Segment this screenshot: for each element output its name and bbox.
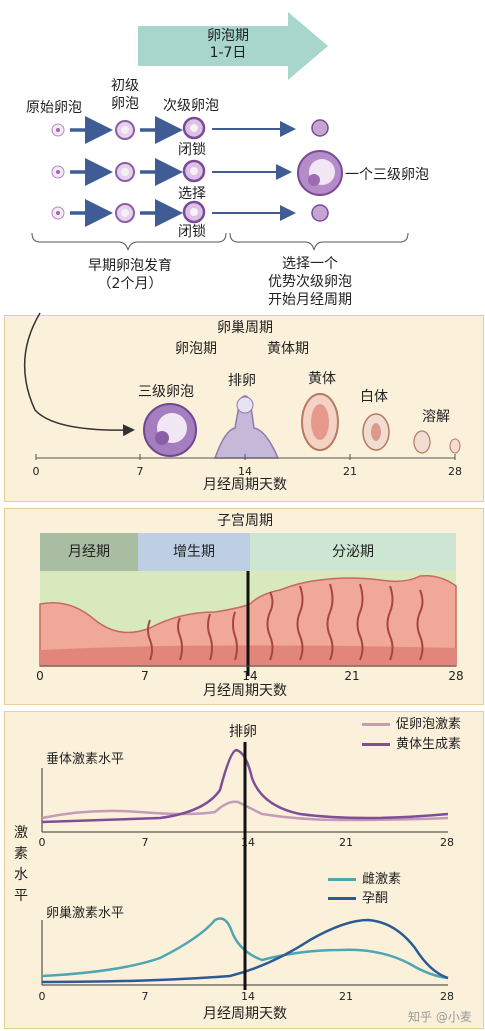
menses-bar: 月经期 [40,533,138,571]
proliferative-bar: 增生期 [138,533,250,571]
ylabel-char-2: 素 [14,846,28,862]
secretory-bar: 分泌期 [250,533,456,571]
ovulation-ovarian-label: 排卵 [228,373,256,389]
follicle-development-diagram [31,116,409,251]
ovarian-tick-7: 7 [136,465,144,478]
fsh-legend-swatch [362,723,390,726]
uterine-cycle-title: 子宫周期 [217,513,273,529]
ovarian-h-tick-28: 28 [440,990,454,1003]
pituitary-tick-0: 0 [38,836,46,849]
ovulation-hormone-label: 排卵 [229,724,257,740]
ovarian-cycle-illustration [23,312,461,460]
primordial-follicle-label: 原始卵泡 [26,100,82,116]
ovarian-level-label: 卵巢激素水平 [46,906,125,921]
secretory-label: 分泌期 [332,544,374,560]
primary-follicle-label-2: 卵泡 [111,96,139,112]
ovarian-h-tick-7: 7 [141,990,149,1003]
ovarian-h-tick-0: 0 [38,990,46,1003]
uterine-tick-21: 21 [344,669,360,683]
estrogen-legend-swatch [328,878,356,881]
follicular-phase-label: 卵泡期 [175,341,217,357]
menses-label: 月经期 [68,544,110,560]
estrogen-legend-label: 雌激素 [362,872,402,887]
uterine-tick-7: 7 [141,669,149,683]
uterine-tick-14: 14 [242,669,258,683]
ylabel-char-4: 平 [14,888,28,904]
ylabel-char-1: 激 [14,825,28,841]
watermark: 知乎 @小麦 [408,1010,472,1024]
early-development-label: 早期卵泡发育 [88,258,172,274]
uterine-tick-28: 28 [448,669,464,683]
atresia-label-2: 闭锁 [178,224,206,240]
uterine-xlabel: 月经周期天数 [203,683,287,699]
ovarian-tick-21: 21 [343,465,357,478]
endometrium-illustration [39,571,457,676]
corpus-luteum-label: 黄体 [308,371,336,387]
atresia-label: 闭锁 [178,142,206,158]
arrow-title: 卵泡期 [207,28,249,44]
ovarian-tick-14: 14 [238,465,252,478]
progesterone-legend-label: 孕酮 [362,891,389,906]
follicular-phase-arrow: 卵泡期 1-7日 [138,12,328,80]
corpus-albicans-label: 白体 [360,389,388,405]
pituitary-tick-28: 28 [440,836,454,849]
tertiary-follicle-ovarian-label: 三级卵泡 [138,384,194,400]
lh-legend-swatch [362,743,390,746]
arrow-subtitle: 1-7日 [209,45,247,61]
proliferative-label: 增生期 [173,544,215,560]
progesterone-legend-swatch [328,897,356,900]
ylabel-char-3: 水 [14,867,28,883]
select-label: 选择 [178,186,206,202]
pituitary-level-label: 垂体激素水平 [46,752,125,767]
ovarian-h-tick-21: 21 [339,990,353,1003]
secondary-follicle-label: 次级卵泡 [163,98,219,114]
ovarian-xlabel: 月经周期天数 [203,477,287,493]
pituitary-tick-7: 7 [141,836,149,849]
uterine-tick-0: 0 [36,669,44,683]
select-text-2: 优势次级卵泡 [268,274,352,290]
lh-legend-label: 黄体生成素 [396,737,462,752]
select-text-3: 开始月经周期 [268,292,352,308]
ovarian-h-tick-14: 14 [241,990,255,1003]
hormone-xlabel: 月经周期天数 [203,1006,287,1022]
ovarian-cycle-title: 卵巢周期 [217,320,273,336]
two-months-label: （2个月） [97,276,163,292]
tertiary-follicle-label: 一个三级卵泡 [345,167,429,183]
pituitary-tick-21: 21 [339,836,353,849]
fsh-legend-label: 促卵泡激素 [396,717,462,732]
select-text-1: 选择一个 [282,256,338,272]
primary-follicle-label-1: 初级 [111,78,139,94]
ovarian-tick-0: 0 [32,465,40,478]
luteal-phase-label: 黄体期 [267,341,309,357]
ovarian-tick-28: 28 [448,465,462,478]
dissolve-label: 溶解 [422,409,450,425]
